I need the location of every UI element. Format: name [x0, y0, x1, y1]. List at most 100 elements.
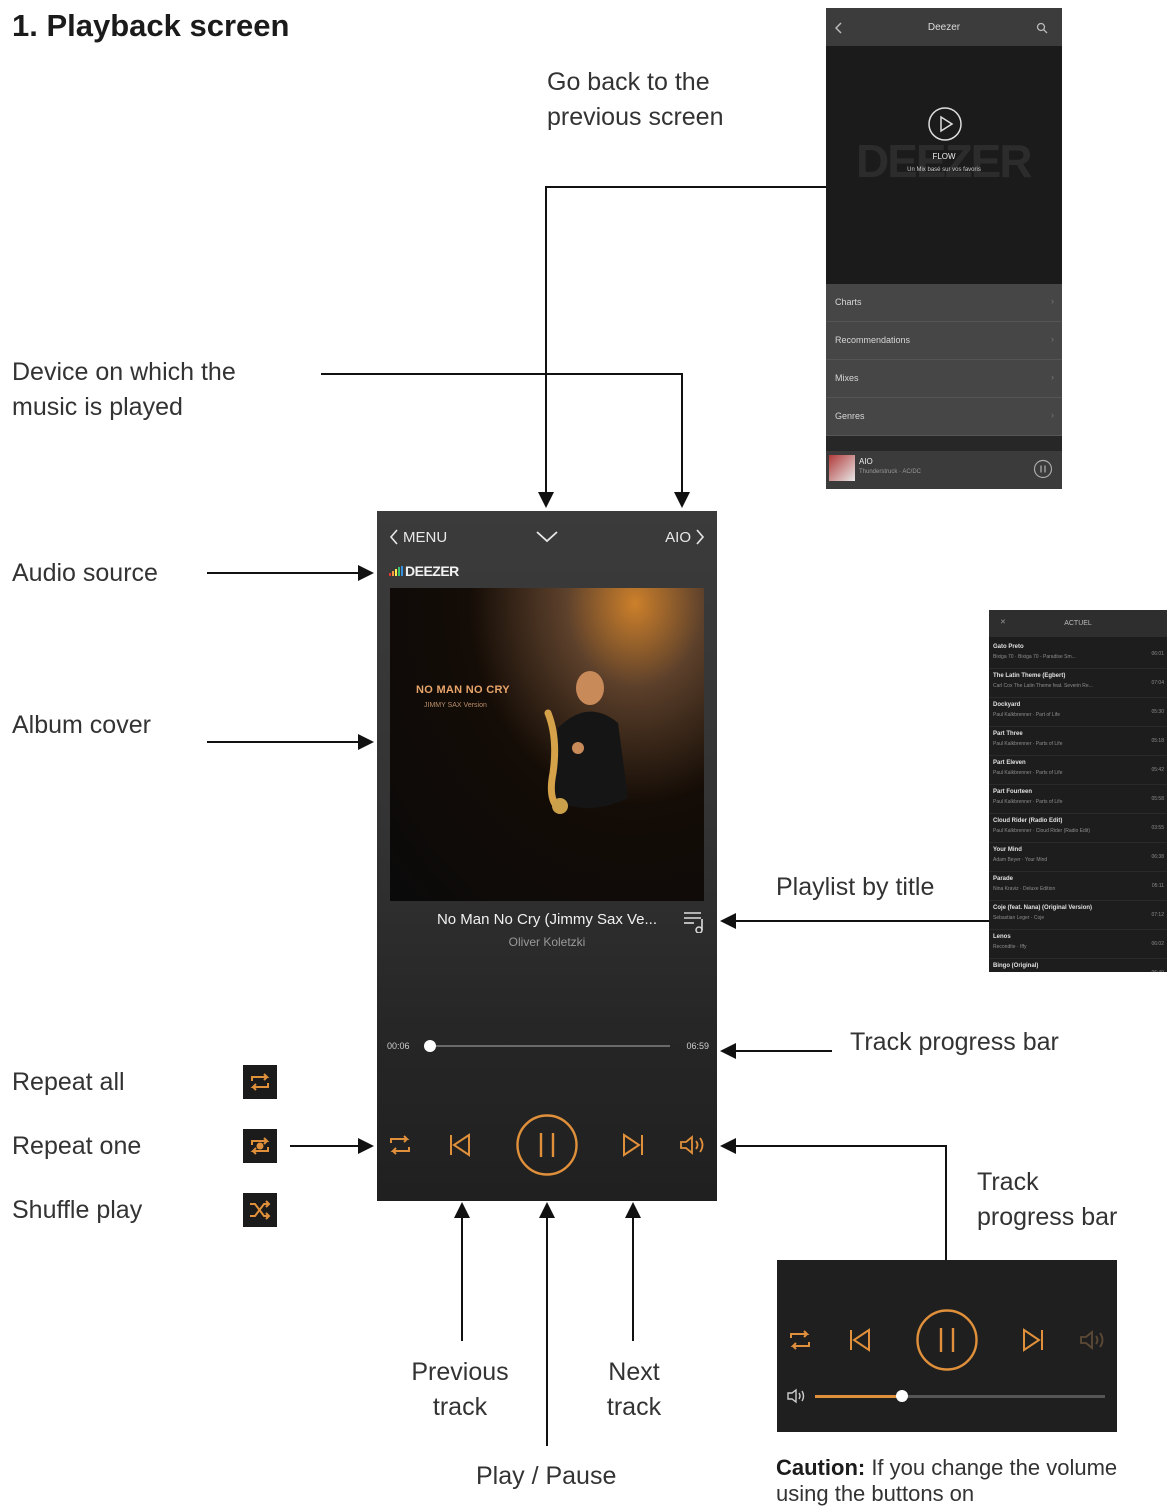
previous-track-icon[interactable]: [848, 1327, 872, 1353]
deezer-menu-label: Charts: [835, 297, 862, 307]
connector-back-v: [545, 186, 547, 492]
list-item-title: Lenos: [993, 934, 1011, 940]
arrow-play-up: [539, 1202, 555, 1218]
list-item-artist: Paul Kalkbrenner · Parts of Life: [993, 741, 1063, 747]
connector-progress: [736, 1050, 832, 1052]
track-progress-handle[interactable]: [424, 1040, 437, 1052]
back-icon[interactable]: [835, 22, 843, 34]
repeat-all-icon: [243, 1065, 277, 1099]
list-item[interactable]: Bingo (Original)Bob Moses · Bingo06:40: [989, 958, 1167, 972]
list-item-duration: 06:01: [1151, 651, 1164, 657]
deezer-flow-hero[interactable]: DEEZER FLOW Un Mix basé sur vos favoris: [826, 46, 1062, 284]
deezer-now-playing[interactable]: AIO Thunderstruck · AC/DC: [826, 451, 1062, 489]
chevron-right-icon: ›: [1051, 410, 1054, 420]
arrow-playlist-left: [720, 913, 736, 929]
repeat-icon[interactable]: [387, 1133, 413, 1157]
label-shuffle: Shuffle play: [12, 1196, 143, 1224]
list-item[interactable]: Cloud Rider (Radio Edit)Paul Kalkbrenner…: [989, 813, 1167, 843]
label-device-line2: music is played: [12, 393, 183, 421]
volume-slider-fill: [815, 1395, 902, 1398]
shuffle-glyph: [250, 1200, 271, 1220]
arrow-cover-right: [358, 734, 374, 750]
label-next-line2: track: [606, 1393, 662, 1421]
list-item-title: Part Fourteen: [993, 789, 1033, 795]
previous-track-icon[interactable]: [448, 1132, 472, 1158]
list-item-title: Bingo (Original): [993, 963, 1039, 969]
device-button[interactable]: AIO: [665, 528, 705, 546]
list-item-artist: Paul Kalkbrenner · Parts of Life: [993, 799, 1063, 805]
pause-button[interactable]: [515, 1113, 579, 1177]
deezer-menu-charts[interactable]: Charts›: [826, 284, 1062, 322]
flow-label: FLOW: [932, 152, 956, 161]
deezer-eq-icon: [389, 566, 403, 576]
next-track-icon[interactable]: [1021, 1327, 1045, 1353]
list-item-title: Dockyard: [993, 702, 1021, 708]
label-repeat-one: Repeat one: [12, 1132, 142, 1160]
page-title: 1. Playback screen: [12, 8, 290, 43]
label-track-progress: Track progress bar: [850, 1028, 1059, 1056]
menu-button[interactable]: MENU: [389, 528, 447, 546]
connector-play: [546, 1218, 548, 1446]
track-progress-bar[interactable]: [424, 1040, 670, 1052]
pause-circle-icon[interactable]: [1033, 459, 1053, 479]
label-volume-line1: Track: [977, 1168, 1039, 1196]
list-item[interactable]: Coje (feat. Nana) (Original Version) Seba…: [989, 900, 1167, 930]
label-previous-line2: track: [432, 1393, 488, 1421]
deezer-watermark: DEEZER: [856, 135, 1033, 187]
deezer-menu-genres[interactable]: Genres›: [826, 398, 1062, 436]
playlist-header: ✕ ACTUEL: [989, 610, 1167, 637]
deezer-menu-mixes[interactable]: Mixes›: [826, 360, 1062, 398]
list-item-duration: 03:55: [1151, 825, 1164, 831]
volume-icon[interactable]: [679, 1134, 707, 1156]
volume-slider[interactable]: [815, 1390, 1105, 1402]
elapsed-time: 00:06: [387, 1041, 410, 1051]
list-item-artist: Paul Kalkbrenner · Cloud Rider (Radio Ed…: [993, 828, 1090, 834]
connector-volume-h: [736, 1145, 946, 1147]
saxophonist-illustration: [544, 671, 628, 814]
label-device-line1: Device on which the: [12, 358, 236, 386]
connector-cover: [207, 741, 359, 743]
list-item-duration: 05:11: [1151, 883, 1164, 889]
pause-button[interactable]: [915, 1308, 979, 1372]
audio-source-label: DEEZER: [405, 563, 459, 579]
next-track-icon[interactable]: [621, 1132, 645, 1158]
list-item-title: Part Eleven: [993, 760, 1026, 766]
list-item-artist: Sebastian Leger · Coje: [993, 915, 1045, 921]
repeat-icon[interactable]: [787, 1328, 813, 1352]
player-top-bar: MENU AIO: [389, 528, 705, 554]
list-item-title: Coje (feat. Nana) (Original Version): [993, 905, 1093, 911]
connector-volume-v: [945, 1145, 947, 1260]
close-icon[interactable]: ✕: [1000, 619, 1006, 626]
arrow-back-down: [538, 492, 554, 508]
deezer-menu-recommendations[interactable]: Recommendations›: [826, 322, 1062, 360]
volume-slider-handle[interactable]: [896, 1390, 908, 1402]
chevron-left-icon: [389, 529, 398, 545]
device-label: AIO: [665, 528, 691, 546]
list-item-artist: Paul Kalkbrenner · Parts of Life: [993, 770, 1063, 776]
volume-panel: [777, 1260, 1117, 1432]
chevron-down-icon[interactable]: [535, 528, 559, 544]
list-item-duration: 05:42: [1151, 767, 1164, 773]
deezer-header-title: Deezer: [927, 22, 961, 33]
list-item[interactable]: The Latin Theme (Egbert)Carl Cox The Lat…: [989, 668, 1167, 698]
play-circle-icon[interactable]: [927, 106, 963, 142]
deezer-screen: Deezer DEEZER FLOW Un Mix basé sur vos f…: [826, 8, 1062, 489]
label-go-back: Go back to the previous screen: [547, 65, 723, 135]
connector-repeat: [290, 1145, 359, 1147]
search-icon[interactable]: [1036, 22, 1048, 34]
list-item-artist: Recondite · Iffy: [993, 944, 1027, 950]
connector-back-h: [546, 186, 826, 188]
cover-title: NO MAN NO CRY: [416, 684, 510, 696]
playlist-icon[interactable]: [683, 909, 707, 933]
volume-icon[interactable]: [1079, 1329, 1107, 1351]
list-item-duration: 05:18: [1151, 738, 1164, 744]
deezer-menu-label: Recommendations: [835, 335, 911, 345]
